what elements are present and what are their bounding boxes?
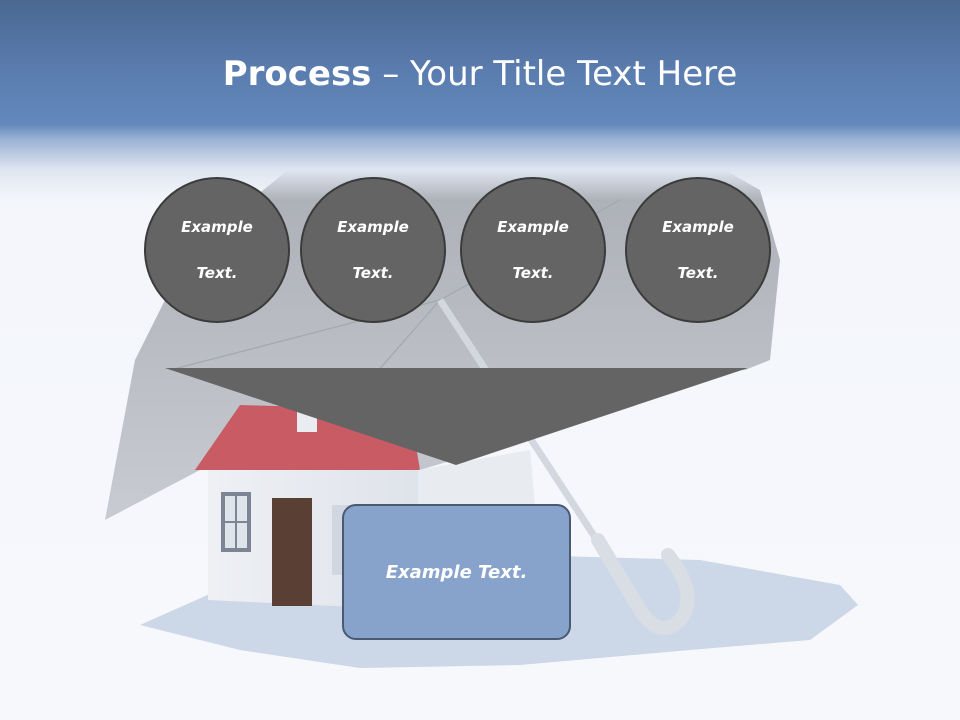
umbrella-handle	[591, 533, 695, 635]
circle-line-1: Example	[181, 217, 253, 236]
result-label: Example Text.	[385, 561, 528, 583]
result-box[interactable]: Example Text.	[342, 504, 571, 640]
house-window-frame	[225, 496, 247, 548]
title-rest: – Your Title Text Here	[371, 54, 738, 94]
slide-title: Process – Your Title Text Here	[0, 52, 960, 96]
circle-line-1: Example	[662, 217, 734, 236]
house-door	[272, 498, 312, 606]
title-bold: Process	[222, 54, 372, 94]
circle-line-2: Text.	[512, 263, 554, 282]
circle-line-2: Text.	[196, 263, 238, 282]
circle-line-2: Text.	[677, 263, 719, 282]
circle-line-1: Example	[497, 217, 569, 236]
house-chimney	[297, 412, 317, 432]
circle-line-2: Text.	[352, 263, 394, 282]
circle-line-1: Example	[337, 217, 409, 236]
